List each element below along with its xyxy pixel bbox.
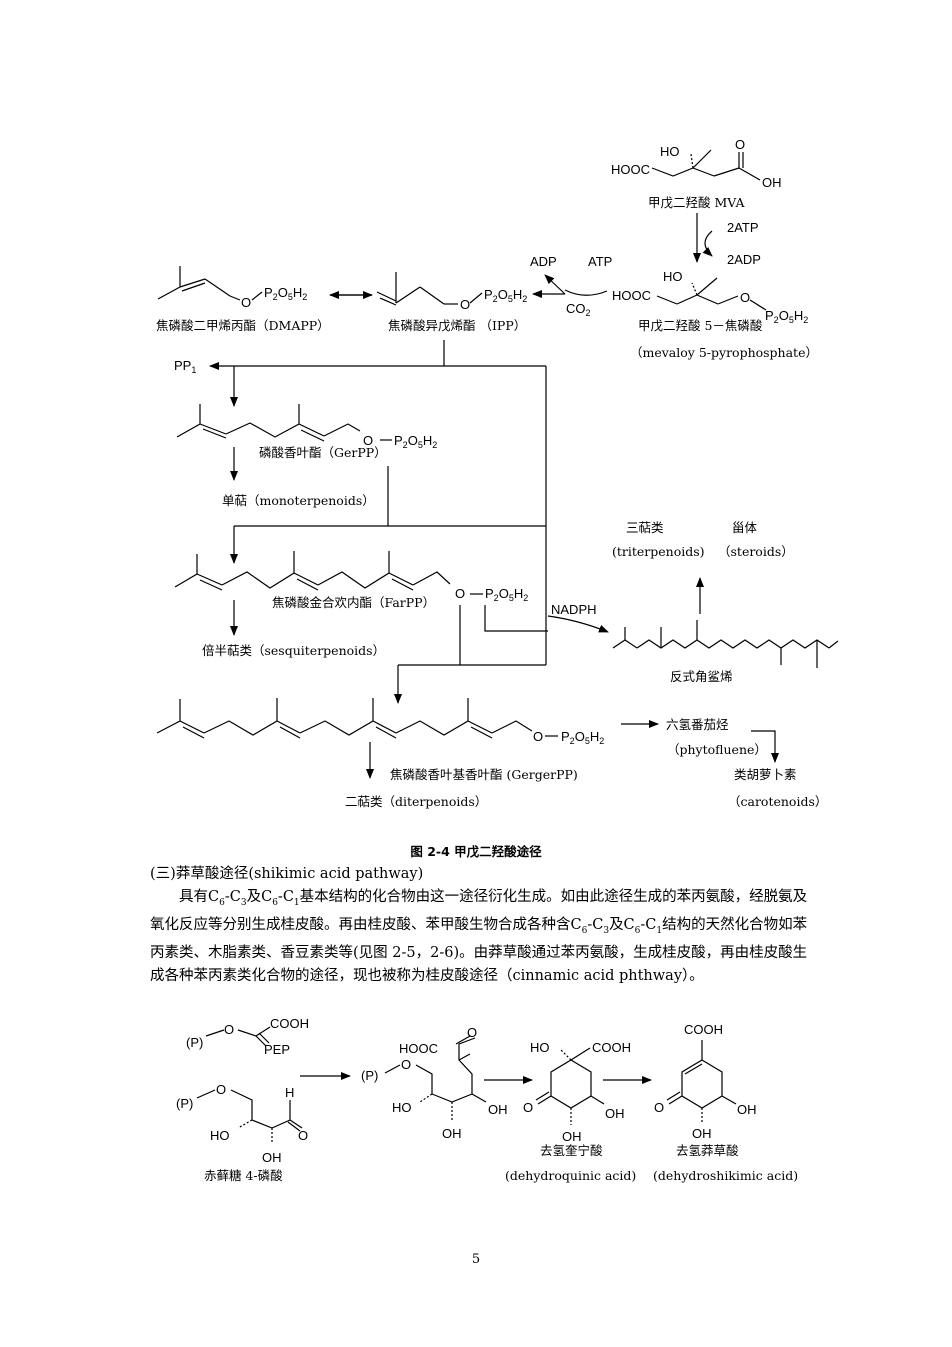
dahp-oh1: OH: [488, 1102, 508, 1117]
dahp-hooc: HOOC: [399, 1041, 438, 1056]
mva-o: O: [735, 137, 745, 152]
dahp-o1: O: [401, 1057, 411, 1072]
mvapp-ho: HO: [663, 269, 683, 284]
dahp-p: (P): [361, 1068, 378, 1083]
gpp-structure: [176, 404, 392, 442]
figure-mevalonate-pathway: HO O HOOC OH 甲戊二羟酸 MVA 2ATP 2ADP HO HOOC…: [156, 137, 839, 809]
page-number: 5: [471, 1252, 481, 1267]
gpp-label: 磷酸香叶酯（GerPP）: [259, 445, 387, 460]
gpp-p2o5h2: P2O5H2: [394, 433, 437, 450]
dmapp-label: 焦磷酸二甲烯丙酯（DMAPP）: [156, 318, 330, 333]
reagent-co2: CO2: [566, 301, 591, 318]
fpp-label: 焦磷酸金合欢内酯（FarPP）: [272, 595, 435, 610]
dmapp-p2o5h2: P2O5H2: [264, 285, 307, 302]
dhq-ho: HO: [530, 1040, 550, 1055]
dhs-oh2: OH: [692, 1126, 712, 1141]
triterp-cn: 三萜类: [626, 520, 664, 535]
dhq-o: O: [523, 1100, 533, 1115]
mva-hooc: HOOC: [611, 162, 650, 177]
e4p-oh: OH: [262, 1150, 282, 1165]
mva-ho: HO: [660, 144, 680, 159]
dhs-o: O: [654, 1100, 664, 1115]
ggpp-p2o5h2: P2O5H2: [561, 729, 604, 746]
mvapp-en: （mevaloy 5-pyrophosphate）: [630, 345, 818, 360]
dhq-cooh: COOH: [592, 1040, 631, 1055]
mvapp-o: O: [740, 290, 750, 305]
sesqui-label: 倍半萜类（sesquiterpenoids）: [202, 643, 385, 658]
squalene-label: 反式角鲨烯: [670, 669, 733, 684]
mva-oh: OH: [762, 175, 782, 190]
dahp-o2: O: [467, 1025, 477, 1040]
reagent-2adp: 2ADP: [727, 252, 761, 267]
reagent-nadph: NADPH: [551, 602, 597, 617]
pep-p: (P): [186, 1035, 203, 1050]
ipp-structure: [376, 272, 483, 306]
dhs-en: (dehydroshikimic acid): [653, 1168, 798, 1183]
e4p-label: 赤藓糖 4-磷酸: [204, 1168, 283, 1183]
dmapp-o: O: [241, 295, 251, 310]
e4p-h: H: [285, 1085, 294, 1100]
pep-label: PEP: [264, 1042, 290, 1057]
dhq-en: (dehydroquinic acid): [505, 1168, 636, 1183]
dhs-cooh: COOH: [684, 1022, 723, 1037]
dhs-cn: 去氢莽草酸: [676, 1143, 739, 1158]
figure-caption: 图 2-4 甲戊二羟酸途径: [410, 844, 542, 859]
mvapp-label: 甲戊二羟酸 5－焦磷酸: [638, 318, 763, 333]
pep-cooh: COOH: [270, 1016, 309, 1031]
mva-structure: [651, 149, 761, 181]
dhq-cn: 去氢奎宁酸: [540, 1143, 603, 1158]
dhq-oh2: OH: [562, 1129, 582, 1144]
phyto-cn: 六氢番茄烃: [666, 717, 729, 732]
e4p-ho: HO: [210, 1128, 230, 1143]
section-heading: (三)莽草酸途径(shikimic acid pathway): [150, 866, 424, 882]
gpp-o: O: [363, 433, 373, 448]
mva-pp-structure: [656, 277, 767, 311]
e4p-o2: O: [298, 1128, 308, 1143]
ggpp-o: O: [533, 729, 543, 744]
e4p-p: (P): [176, 1096, 193, 1111]
body-text: (三)莽草酸途径(shikimic acid pathway) 具有C6-C3及…: [150, 863, 815, 987]
ggpp-label: 焦磷酸香叶基香叶酯 (GergerPP): [390, 767, 578, 782]
mono-label: 单萜（monoterpenoids）: [222, 493, 375, 508]
carot-en: （carotenoids）: [728, 794, 827, 809]
ipp-p2o5h2: P2O5H2: [484, 287, 527, 304]
pep-o: O: [224, 1022, 234, 1037]
ipp-label: 焦磷酸异戊烯酯 （IPP）: [388, 318, 526, 333]
dhs-oh1: OH: [737, 1102, 757, 1117]
triterp-en: (triterpenoids): [612, 544, 705, 559]
steroid-cn: 甾体: [732, 520, 758, 535]
paragraph: 具有C6-C3及C6-C1基本结构的化合物由这一途径衍化生成。如由此途径生成的苯…: [150, 888, 808, 984]
ipp-o: O: [460, 297, 470, 312]
e4p-o1: O: [216, 1082, 226, 1097]
steroid-en: （steroids）: [718, 544, 794, 559]
ggpp-structure: [156, 698, 558, 739]
dmapp-structure: [157, 266, 263, 301]
reagent-2atp: 2ATP: [727, 220, 759, 235]
fpp-structure: [174, 551, 483, 595]
reagent-atp: ATP: [588, 254, 612, 269]
squalene-structure: [612, 620, 839, 668]
diterp-label: 二萜类（diterpenoids）: [345, 794, 487, 809]
carot-cn: 类胡萝卜素: [734, 767, 797, 782]
figure-shikimate-scheme: (P) O COOH PEP (P) O H HO O OH 赤藓糖 4-磷酸 …: [176, 1016, 798, 1183]
phyto-en: （phytofluene）: [667, 742, 767, 757]
dhq-oh1: OH: [605, 1106, 625, 1121]
fpp-p2o5h2: P2O5H2: [485, 586, 528, 603]
mvapp-hooc: HOOC: [612, 288, 651, 303]
dahp-ho: HO: [392, 1100, 412, 1115]
dahp-oh2: OH: [442, 1126, 462, 1141]
reagent-adp: ADP: [530, 254, 557, 269]
reagent-ppi: PP1: [174, 358, 196, 375]
mvapp-p2o5h2: P2O5H2: [765, 308, 808, 325]
mva-label: 甲戊二羟酸 MVA: [648, 195, 745, 210]
fpp-o: O: [455, 586, 465, 601]
